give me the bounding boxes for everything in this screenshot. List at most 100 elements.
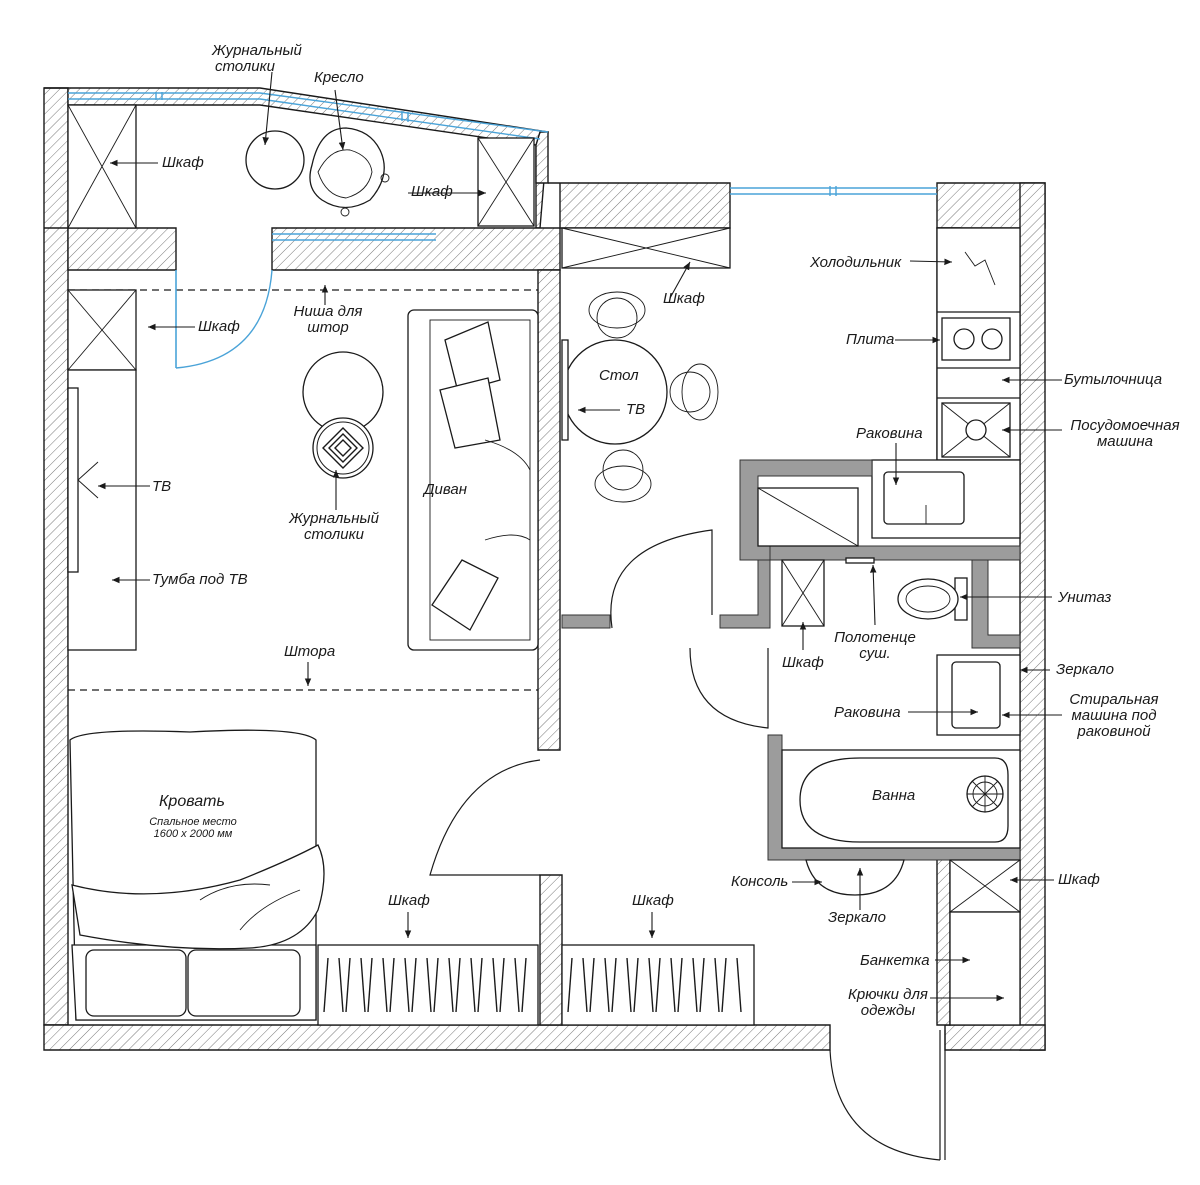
label-kitchen-wardrobe: Шкаф (663, 290, 705, 307)
hanger-mark (455, 957, 461, 1013)
hanger-mark (477, 957, 483, 1013)
label-balcony-tables: Журнальный столики (212, 42, 302, 75)
hanger-mark (514, 957, 520, 1013)
label-living-wardrobe: Шкаф (198, 318, 240, 335)
label-balcony-wardrobe-left: Шкаф (162, 154, 204, 171)
label-armchair: Кресло (314, 69, 364, 86)
kitchen-sink (871, 459, 1021, 539)
label-bath-wardrobe: Шкаф (782, 654, 824, 671)
towel-cabinet (781, 559, 825, 627)
label-curtain: Штора (284, 643, 336, 660)
label-balcony-wardrobe-right: Шкаф (411, 183, 453, 200)
hanger-mark (714, 957, 720, 1013)
hanger-mark (582, 957, 588, 1013)
sofa (407, 309, 539, 651)
label-kitchen-sink: Раковина (856, 425, 923, 442)
hanger-mark (323, 957, 329, 1013)
hanger-mark (426, 957, 432, 1013)
label-hooks: Крючки для одежды (848, 986, 928, 1019)
label-towel-dryer: Полотенце суш. (834, 629, 916, 662)
label-console: Консоль (731, 873, 789, 890)
label-dishwasher: Посудомоечная машина (1070, 417, 1180, 450)
label-bottle-rack: Бутылочница (1064, 371, 1163, 388)
exterior-walls (43, 87, 1046, 1051)
hanger-mark (670, 957, 676, 1013)
label-bench: Банкетка (860, 952, 930, 969)
balcony-table (245, 130, 305, 190)
label-toilet: Унитаз (1058, 589, 1112, 606)
label-entry-wardrobe: Шкаф (1058, 871, 1100, 888)
hanger-mark (433, 957, 439, 1013)
hanger-mark (736, 957, 742, 1013)
hanger-mark (677, 957, 683, 1013)
label-bath-sink: Раковина (834, 704, 901, 721)
living-wardrobe (67, 289, 137, 371)
label-mirror-bath: Зеркало (1056, 661, 1114, 678)
balcony-wardrobe-right (477, 137, 535, 227)
hanger-mark (692, 957, 698, 1013)
hanger-mark (633, 957, 639, 1013)
hanger-mark (367, 957, 373, 1013)
hanger-mark (382, 957, 388, 1013)
label-table: Стол (599, 367, 639, 384)
console (805, 859, 905, 896)
bed (69, 729, 325, 1021)
hanger-mark (589, 957, 595, 1013)
tv-stand (67, 369, 137, 651)
bedroom-door (429, 759, 541, 876)
hanger-mark (411, 957, 417, 1013)
bench (949, 911, 1021, 1026)
entry-wardrobe (949, 859, 1021, 913)
label-mirror-hall: Зеркало (828, 909, 886, 926)
kitchen-door (610, 529, 713, 629)
label-bed-size: Спальное место 1600 х 2000 мм (149, 816, 237, 840)
label-bathtub: Ванна (872, 787, 916, 804)
label-tv: ТВ (152, 478, 172, 495)
hanger-mark (470, 957, 476, 1013)
hanger-mark (604, 957, 610, 1013)
bathroom-walls (561, 459, 1021, 861)
label-hall-wardrobe: Шкаф (632, 892, 674, 909)
hanger-mark (699, 957, 705, 1013)
balcony-door (175, 269, 273, 369)
hanger-mark (655, 957, 661, 1013)
hanger-mark (360, 957, 366, 1013)
bathtub (781, 749, 1021, 849)
label-washer: Стиральная машина под раковиной (1069, 691, 1159, 740)
toilet (897, 577, 968, 621)
bedroom-wardrobe (317, 944, 539, 1026)
label-curtain-niche: Ниша для штор (293, 303, 363, 336)
hanger-mark (611, 957, 617, 1013)
label-bedroom-wardrobe: Шкаф (388, 892, 430, 909)
entry-door (829, 1030, 946, 1161)
bathroom-door (689, 647, 769, 729)
towel-dryer (845, 557, 875, 564)
hanger-mark (567, 957, 573, 1013)
label-kitchen-tv: ТВ (626, 401, 646, 418)
kitchen-wardrobe (561, 227, 731, 269)
hanger-mark (345, 957, 351, 1013)
balcony-wardrobe-left (67, 104, 137, 229)
dining-table (561, 291, 719, 503)
hanger-mark (648, 957, 654, 1013)
hanger-mark (404, 957, 410, 1013)
label-coffee-tables: Журнальный столики (289, 510, 379, 543)
hanger-mark (499, 957, 505, 1013)
hanger-mark (492, 957, 498, 1013)
hall-wardrobe (561, 944, 755, 1026)
label-stove: Плита (846, 331, 895, 348)
label-fridge: Холодильник (810, 254, 902, 271)
hanger-mark (448, 957, 454, 1013)
hanger-mark (721, 957, 727, 1013)
kitchen-counter (936, 227, 1021, 461)
coffee-tables (302, 351, 384, 479)
balcony-glazing (68, 92, 937, 241)
label-bed: Кровать (159, 793, 225, 810)
armchair (309, 127, 390, 217)
bath-sink (936, 654, 1021, 736)
label-tv-stand: Тумба под ТВ (152, 571, 248, 588)
hanger-mark (521, 957, 527, 1013)
hanger-mark (338, 957, 344, 1013)
label-sofa: Диван (424, 481, 468, 498)
